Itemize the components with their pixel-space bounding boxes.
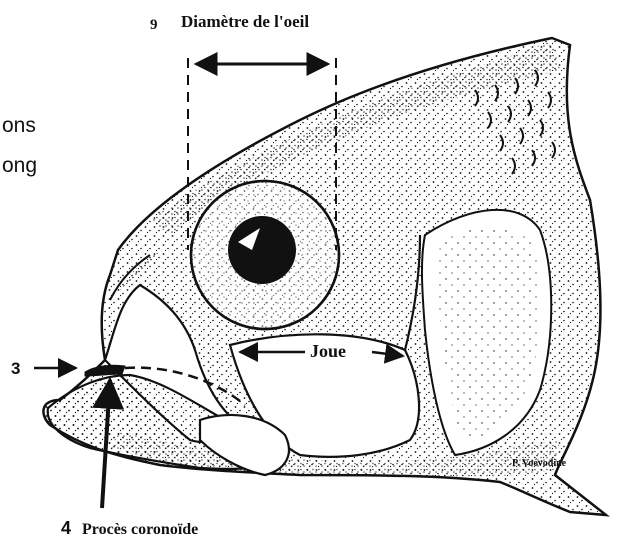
pupil: [228, 216, 296, 284]
label-eye-diameter: Diamètre de l'oeil: [181, 12, 309, 31]
label-cheek: Joue: [310, 341, 346, 361]
label-coronoid: Procès coronoïde: [82, 521, 198, 538]
coronoid-process: [85, 365, 125, 376]
label-number-3: 3: [11, 359, 20, 378]
eye: [191, 181, 339, 329]
label-number-4: 4: [61, 518, 71, 538]
label-number-9: 9: [150, 17, 158, 33]
cut-text-line-2: ong: [2, 154, 37, 177]
label-credit: P. Voévodine: [512, 458, 567, 469]
cut-text-line-1: ons: [2, 114, 36, 137]
